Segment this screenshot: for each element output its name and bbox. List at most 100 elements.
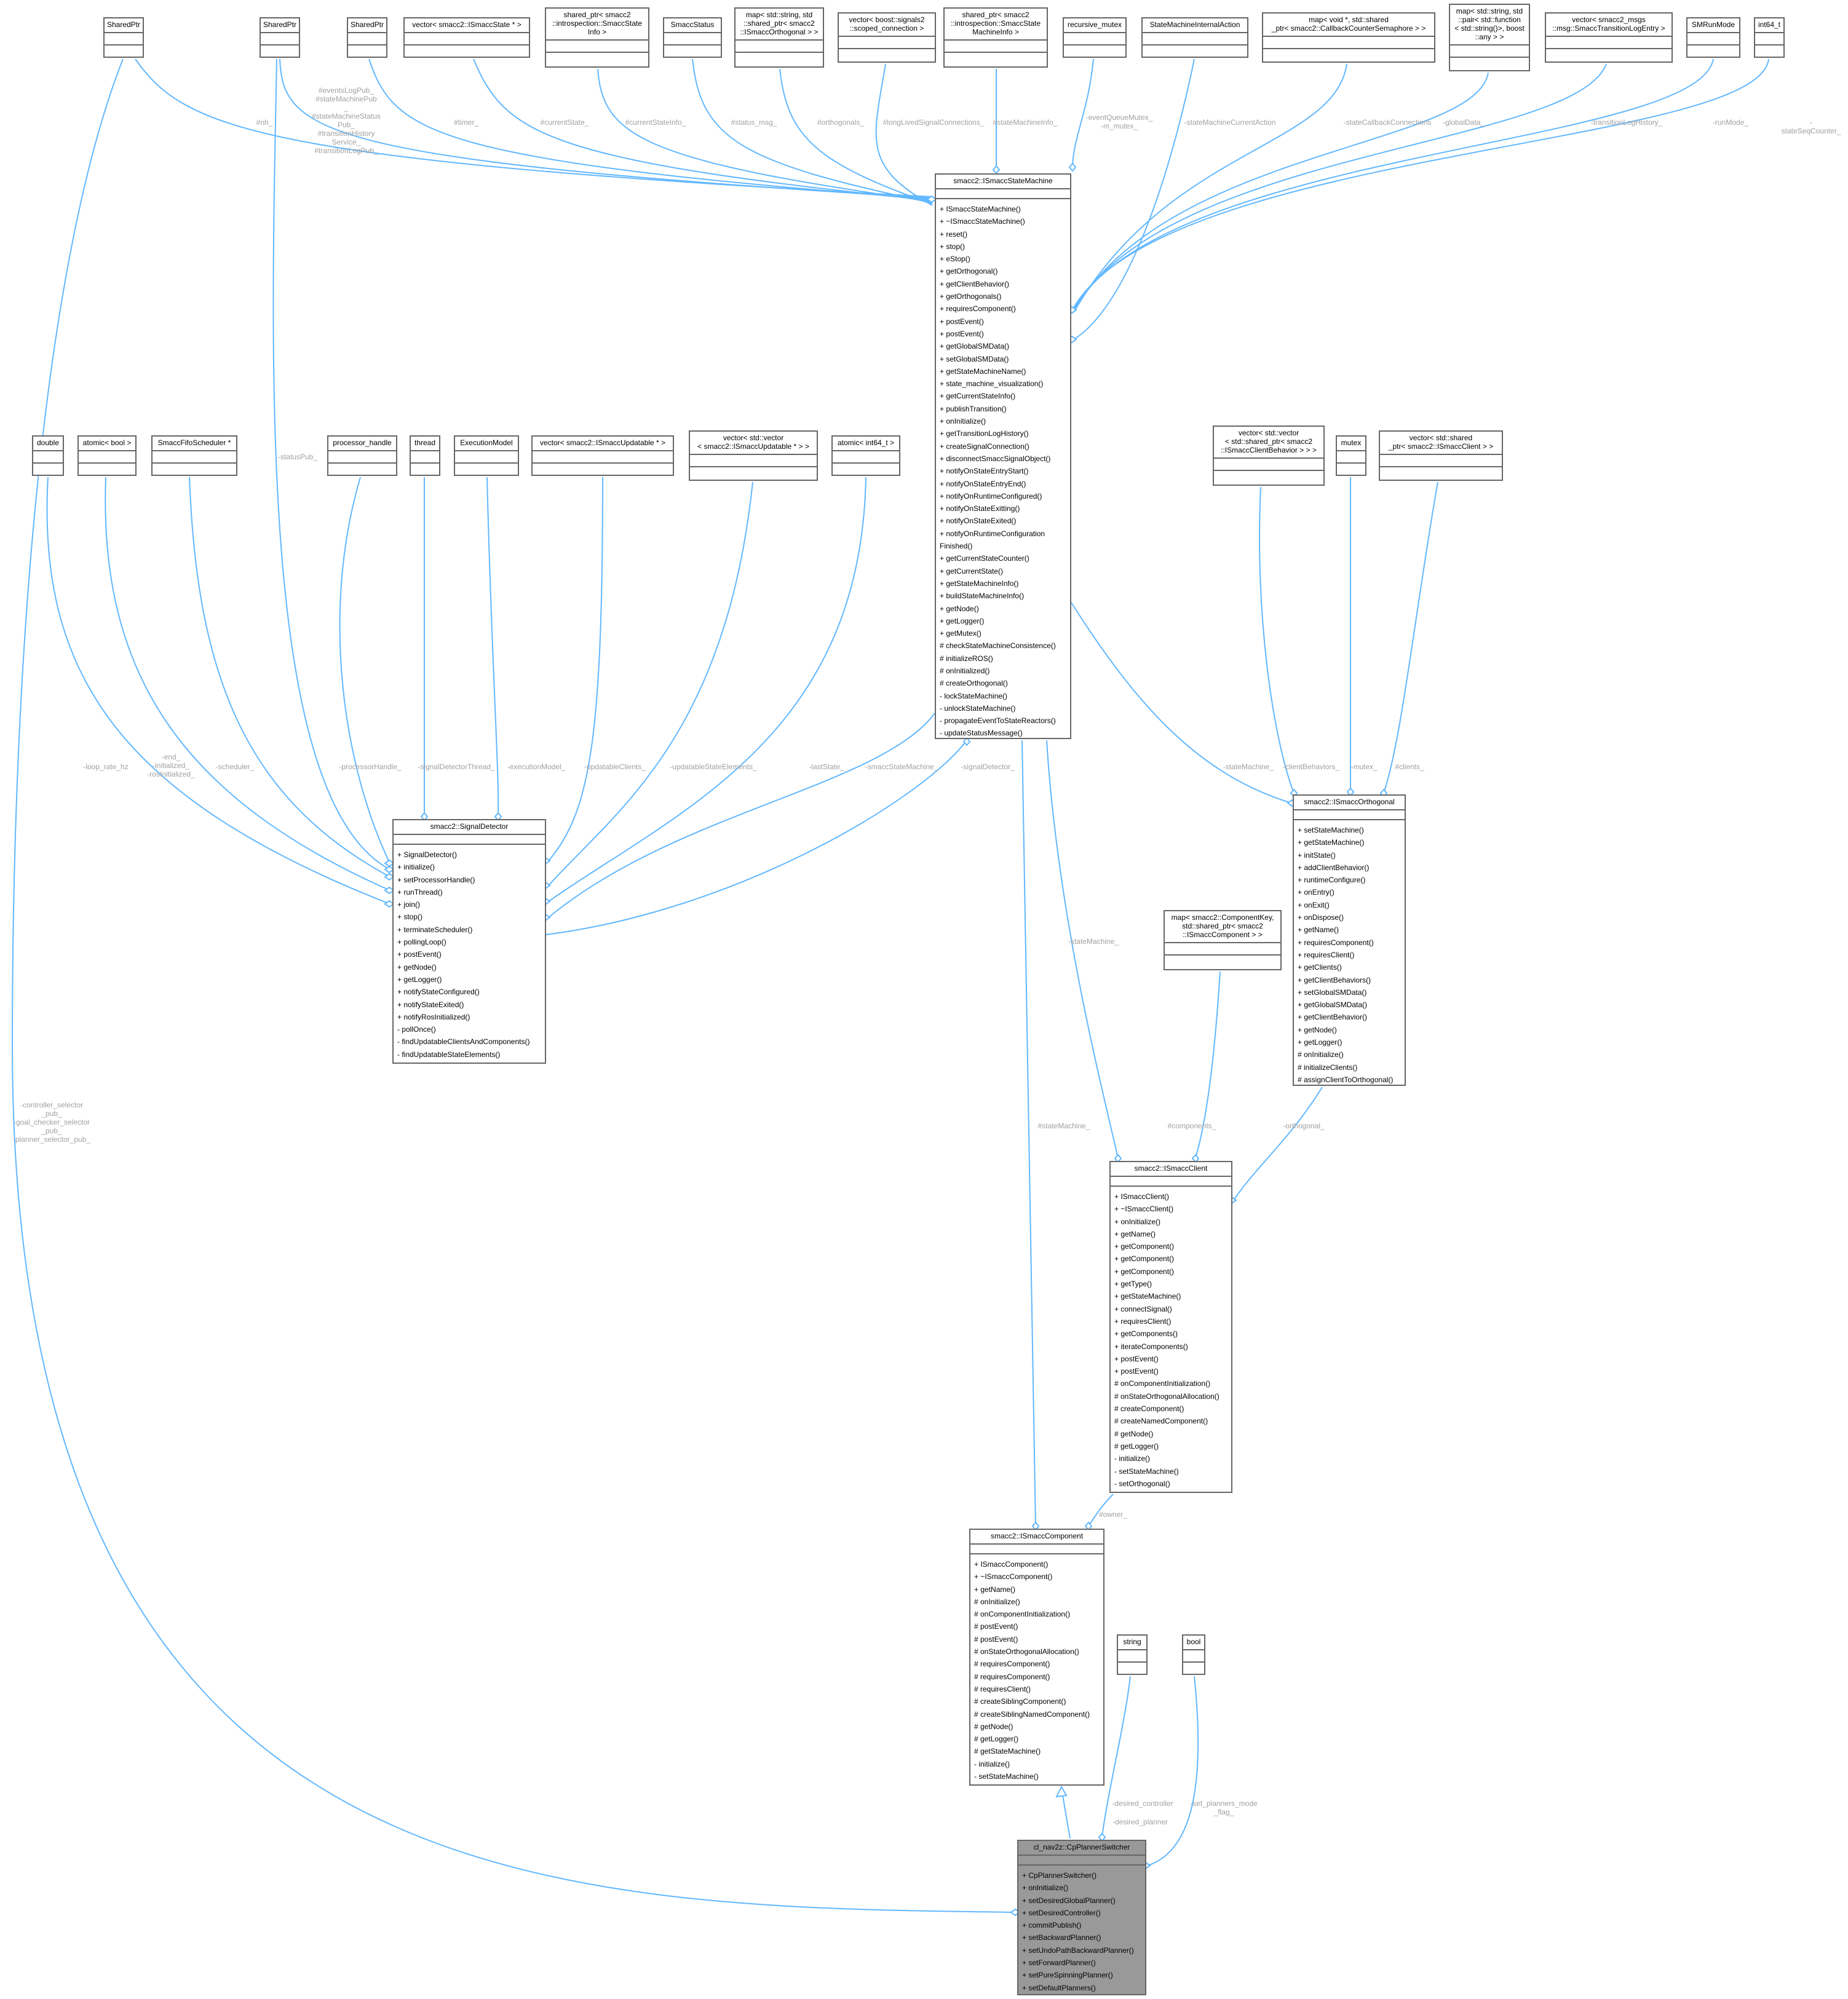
- attributes-section: [1687, 32, 1739, 44]
- class-node-int64t[interactable]: int64_t: [1754, 17, 1785, 58]
- member-function: + reset(): [940, 229, 968, 239]
- class-node-vecclientbeh[interactable]: vector< std::vector < std::shared_ptr< s…: [1213, 426, 1325, 486]
- methods-section: [1064, 44, 1125, 57]
- member-function: - findUpdatableClientsAndComponents(): [397, 1037, 530, 1047]
- member-function: + setGlobalSMData(): [1298, 988, 1367, 997]
- edge-vecclientbeh-orthogonal: [1259, 486, 1295, 794]
- member-function: + getStateMachine(): [1114, 1292, 1181, 1301]
- class-node-smrunmode[interactable]: SMRunMode: [1686, 17, 1740, 58]
- class-node-sharedptr1[interactable]: SharedPtr: [103, 17, 144, 58]
- class-node-orthogonal[interactable]: smacc2::ISmaccOrthogonal+ setStateMachin…: [1293, 794, 1406, 1086]
- class-title: smacc2::ISmaccOrthogonal: [1304, 798, 1395, 806]
- class-node-bool[interactable]: bool: [1182, 1634, 1205, 1675]
- class-node-spsminfo[interactable]: shared_ptr< smacc2 ::introspection::Smac…: [943, 7, 1048, 68]
- edge-vecupd-signaldetector: [548, 477, 603, 861]
- member-function: + onDispose(): [1298, 913, 1344, 922]
- class-node-atomicbool[interactable]: atomic< bool >: [77, 435, 137, 476]
- class-node-vecclient[interactable]: vector< std::shared _ptr< smacc2::ISmacc…: [1379, 430, 1503, 481]
- class-node-recmutex[interactable]: recursive_mutex: [1063, 17, 1127, 58]
- member-function: + getClientBehavior(): [1298, 1013, 1368, 1022]
- edge-label: #timer_: [453, 118, 479, 127]
- class-title: smacc2::SignalDetector: [430, 822, 509, 831]
- member-function: + ISmaccComponent(): [974, 1560, 1049, 1569]
- edge-mapcomp-client: [1195, 971, 1221, 1159]
- member-function: + onEntry(): [1298, 888, 1334, 897]
- methods-section: [1118, 1661, 1146, 1674]
- member-function: + getStateMachine(): [1298, 838, 1365, 847]
- member-function: # createOrthogonal(): [940, 679, 1008, 688]
- class-node-sharedptr2[interactable]: SharedPtr: [260, 17, 300, 58]
- methods-section: [1755, 44, 1783, 57]
- class-node-mapcomp[interactable]: map< smacc2::ComponentKey, std::shared_p…: [1164, 910, 1282, 970]
- edge-vecvecupd-signaldetector: [548, 481, 753, 886]
- class-node-maporth[interactable]: map< std::string, std ::shared_ptr< smac…: [734, 7, 824, 68]
- member-function: + stop(): [940, 242, 966, 251]
- class-node-sminternal[interactable]: StateMachineInternalAction: [1141, 17, 1248, 58]
- member-function: # onComponentInitialization(): [1114, 1379, 1211, 1388]
- class-node-atomicint[interactable]: atomic< int64_t >: [831, 435, 900, 476]
- member-function: + onExit(): [1298, 900, 1330, 909]
- class-node-spstateinfo[interactable]: shared_ptr< smacc2 ::introspection::Smac…: [545, 7, 649, 68]
- class-node-double[interactable]: double: [32, 435, 64, 476]
- edge-execmodel-signaldetector: [486, 477, 499, 817]
- member-function: + getClientBehavior(): [940, 279, 1010, 288]
- member-function: + getGlobalSMData(): [940, 342, 1010, 351]
- class-node-vecupd[interactable]: vector< smacc2::ISmaccUpdatable * >: [531, 435, 674, 476]
- methods-section: [1214, 470, 1323, 482]
- class-node-vecvecupd[interactable]: vector< std::vector < smacc2::ISmaccUpda…: [689, 430, 818, 481]
- methods-section: [533, 462, 673, 475]
- class-node-thread[interactable]: thread: [410, 435, 440, 476]
- class-node-mapglobal[interactable]: map< std::string, std ::pair< std::funct…: [1449, 4, 1530, 71]
- class-node-vecstate[interactable]: vector< smacc2::ISmaccState * >: [403, 17, 530, 58]
- class-node-signaldetector[interactable]: smacc2::SignalDetector+ SignalDetector()…: [392, 819, 546, 1064]
- member-function: + onInitialize(): [1022, 1883, 1069, 1893]
- member-function: # getNode(): [1114, 1429, 1154, 1438]
- member-function: + buildStateMachineInfo(): [940, 592, 1025, 601]
- member-function: + getNode(): [397, 962, 437, 972]
- edge-label: -executionModel_: [507, 762, 566, 771]
- class-node-mutex[interactable]: mutex: [1336, 435, 1366, 476]
- methods-section: [1143, 44, 1247, 57]
- edge-label: -signalDetectorThread_: [418, 762, 495, 771]
- class-node-string[interactable]: string: [1117, 1634, 1148, 1675]
- methods-section: [153, 462, 236, 475]
- edge-int64-statemachine: [1073, 58, 1769, 308]
- member-function: # onInitialized(): [940, 666, 990, 675]
- member-function: # requiresComponent(): [974, 1660, 1050, 1669]
- edge-label: -clientBehaviors_: [1282, 762, 1340, 771]
- edge-recmutex-statemachine: [1072, 58, 1094, 167]
- class-node-component[interactable]: smacc2::ISmaccComponent+ ISmaccComponent…: [969, 1529, 1104, 1786]
- methods-section: [833, 462, 899, 475]
- attributes-section: [533, 450, 673, 462]
- edge-internal-statemachine: [1073, 58, 1195, 340]
- diamond-statemachine-recmutex: [1068, 162, 1077, 172]
- methods-section: [348, 44, 386, 57]
- class-node-sharedptr3[interactable]: SharedPtr: [347, 17, 387, 58]
- member-function: + notifyOnStateEntryStart(): [940, 467, 1029, 476]
- class-node-switcher[interactable]: cl_nav2z::CpPlannerSwitcher+ CpPlannerSw…: [1017, 1840, 1146, 1995]
- edge-label: -statusPub_: [277, 453, 318, 461]
- member-function: # initializeROS(): [940, 654, 993, 663]
- class-node-statemachine[interactable]: smacc2::ISmaccStateMachine+ ISmaccStateM…: [935, 173, 1071, 739]
- member-function: + postEvent(): [1114, 1367, 1159, 1376]
- class-title: smacc2::ISmaccClient: [1134, 1164, 1208, 1173]
- class-node-fifosched[interactable]: SmaccFifoScheduler *: [151, 435, 237, 476]
- diamond-statemachine-signaldetector: [962, 737, 971, 746]
- class-node-vecmsgs[interactable]: vector< smacc2_msgs ::msg::SmaccTransiti…: [1545, 12, 1673, 63]
- edge-orthogonal-client: [1233, 1087, 1323, 1201]
- class-node-vecsignals[interactable]: vector< boost::signals2 ::scoped_connect…: [838, 12, 936, 63]
- member-function: + getTransitionLogHistory(): [940, 429, 1029, 438]
- member-function: - updateStatusMessage(): [940, 729, 1023, 738]
- class-node-smaccstatus[interactable]: SmaccStatus: [663, 17, 722, 58]
- edge-sharedptr3-statemachine: [368, 58, 933, 200]
- edge-label: -transitionLogHistory_: [1590, 118, 1663, 127]
- class-node-prochandle[interactable]: processor_handle: [327, 435, 397, 476]
- member-function: # createSiblingComponent(): [974, 1697, 1066, 1706]
- class-node-mapvoid[interactable]: map< void *, std::shared _ptr< smacc2::C…: [1262, 12, 1435, 63]
- class-node-client[interactable]: smacc2::ISmaccClient+ ISmaccClient()+ ~I…: [1109, 1161, 1232, 1493]
- member-function: + notifyRosInitialized(): [397, 1012, 470, 1021]
- class-node-execmodel[interactable]: ExecutionModel: [454, 435, 519, 476]
- class-title: vector< std::shared _ptr< smacc2::ISmacc…: [1388, 433, 1494, 451]
- member-function: + ~ISmaccComponent(): [974, 1572, 1053, 1581]
- member-function: + runtimeConfigure(): [1298, 876, 1366, 885]
